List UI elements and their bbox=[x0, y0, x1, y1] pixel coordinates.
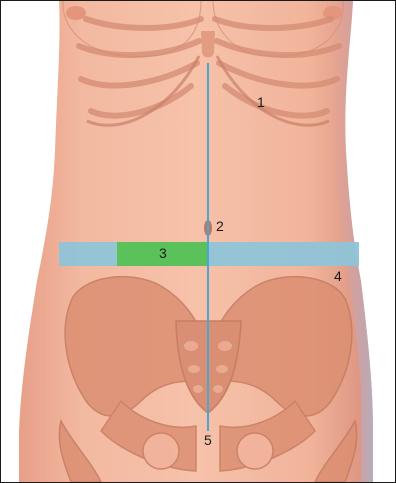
nipple-left bbox=[66, 6, 86, 20]
xiphoid-process bbox=[201, 31, 215, 58]
quadrant-highlight bbox=[117, 242, 208, 266]
